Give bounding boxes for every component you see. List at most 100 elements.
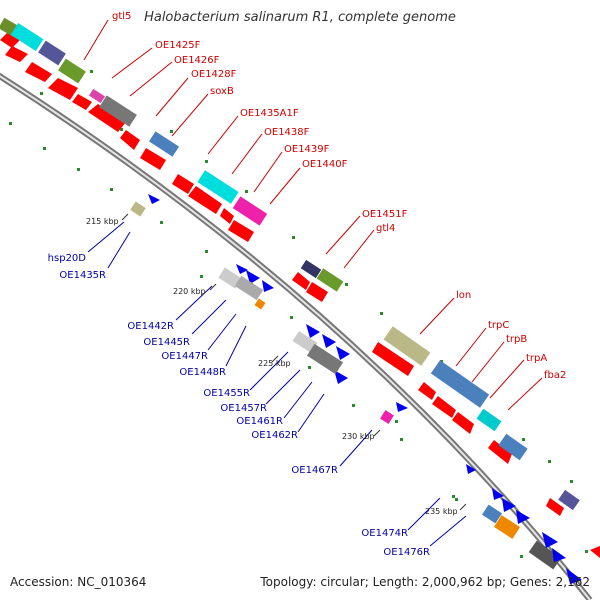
gene-arrow[interactable] <box>25 62 52 82</box>
page-title: Halobacterium salinarum R1, complete gen… <box>144 10 456 25</box>
gene-label[interactable]: gtl5 <box>112 11 131 22</box>
feature-box[interactable] <box>482 504 502 524</box>
gene-arrow[interactable] <box>120 130 140 150</box>
gene-arrow[interactable] <box>262 280 274 292</box>
gene-label[interactable]: OE1447R <box>161 351 208 362</box>
gene-label[interactable]: hsp20D <box>48 253 87 264</box>
gene-label[interactable]: OE1461R <box>236 416 283 427</box>
reverse-genes <box>130 194 582 584</box>
gene-label[interactable]: OE1467R <box>291 465 338 476</box>
gene-label[interactable]: OE1428F <box>191 69 237 80</box>
gene-label[interactable]: OE1439F <box>284 144 330 155</box>
gene-label[interactable]: OE1425F <box>155 40 201 51</box>
feature-box[interactable] <box>254 298 266 310</box>
gene-arrow[interactable] <box>140 148 166 170</box>
gene-arrow[interactable] <box>432 396 456 418</box>
gene-arrow[interactable] <box>418 382 436 400</box>
gene-arrow[interactable] <box>306 282 328 302</box>
gene-label[interactable]: OE1435A1F <box>240 108 299 119</box>
gene-label[interactable]: OE1435R <box>59 270 106 281</box>
gene-arrow[interactable] <box>188 186 222 214</box>
gene-label[interactable]: OE1455R <box>203 388 250 399</box>
gene-label[interactable]: OE1426F <box>174 55 220 66</box>
feature-box[interactable] <box>292 330 318 354</box>
feature-box[interactable] <box>234 275 264 301</box>
gene-arrow[interactable] <box>452 412 474 434</box>
feature-box[interactable] <box>493 515 521 539</box>
reverse-gene-labels: hsp20D OE1435R OE1442R OE1445R OE1447R O… <box>48 253 430 558</box>
gene-arrow[interactable] <box>516 510 530 524</box>
gene-arrow[interactable] <box>590 546 600 558</box>
gene-label[interactable]: trpB <box>506 334 527 345</box>
gene-arrow[interactable] <box>566 568 582 584</box>
scale-ticks <box>121 213 467 511</box>
gene-label[interactable]: OE1440F <box>302 159 348 170</box>
gene-arrow[interactable] <box>246 270 260 284</box>
gene-label[interactable]: lon <box>456 290 471 301</box>
gene-arrow[interactable] <box>48 78 78 100</box>
gene-label[interactable]: OE1442R <box>127 321 174 332</box>
feature-box[interactable] <box>306 343 344 375</box>
gene-arrow[interactable] <box>492 488 504 500</box>
gene-arrow[interactable] <box>542 532 558 548</box>
gene-label[interactable]: OE1451F <box>362 209 408 220</box>
gene-arrow[interactable] <box>148 194 160 204</box>
gene-arrow[interactable] <box>336 346 350 360</box>
feature-box[interactable] <box>10 22 44 52</box>
feature-box[interactable] <box>476 408 502 432</box>
gene-arrow[interactable] <box>5 46 28 62</box>
scale-label: 220 kbp <box>173 287 206 296</box>
feature-box[interactable] <box>380 410 394 424</box>
feature-box[interactable] <box>232 196 268 226</box>
gene-arrow[interactable] <box>334 370 348 384</box>
gene-arrow[interactable] <box>236 264 248 274</box>
gene-label[interactable]: OE1457R <box>220 403 267 414</box>
gene-arrow[interactable] <box>488 440 512 464</box>
gene-arrow[interactable] <box>0 30 20 48</box>
gene-arrow[interactable] <box>552 548 566 562</box>
feature-box[interactable] <box>300 259 322 279</box>
gene-arrow[interactable] <box>172 174 194 194</box>
gene-label[interactable]: fba2 <box>544 370 566 381</box>
gene-label[interactable]: trpC <box>488 320 509 331</box>
scale-label: 235 kbp <box>425 507 458 516</box>
feature-box[interactable] <box>88 88 106 104</box>
gene-arrow[interactable] <box>322 334 336 348</box>
feature-box[interactable] <box>99 95 137 127</box>
feature-box[interactable] <box>130 201 146 217</box>
gene-arrow[interactable] <box>228 220 254 242</box>
gene-arrow[interactable] <box>466 464 476 474</box>
feature-box[interactable] <box>148 131 180 157</box>
feature-box[interactable] <box>430 360 490 408</box>
gene-arrow[interactable] <box>292 272 310 290</box>
feature-box[interactable] <box>197 170 239 204</box>
gene-arrow[interactable] <box>546 498 564 516</box>
gene-label[interactable]: soxB <box>210 86 234 97</box>
gene-arrow[interactable] <box>396 402 408 412</box>
gene-arrow[interactable] <box>88 104 126 132</box>
gene-label[interactable]: trpA <box>526 353 547 364</box>
gene-arrow[interactable] <box>72 94 92 110</box>
feature-box[interactable] <box>316 268 344 292</box>
feature-box[interactable] <box>218 267 242 289</box>
accession-label: Accession: NC_010364 <box>10 575 147 589</box>
gene-label[interactable]: gtl4 <box>376 223 395 234</box>
feature-box[interactable] <box>498 433 528 461</box>
gene-label[interactable]: OE1445R <box>143 337 190 348</box>
gene-arrow[interactable] <box>306 324 320 338</box>
gene-label[interactable]: OE1448R <box>179 367 226 378</box>
gene-label[interactable]: OE1476R <box>383 547 430 558</box>
scale-label: 215 kbp <box>86 217 119 226</box>
gene-arrow[interactable] <box>372 342 414 376</box>
feature-box[interactable] <box>558 489 580 511</box>
feature-box[interactable] <box>58 58 86 84</box>
forward-gene-labels: gtl5 OE1425F OE1426F OE1428F soxB OE1435… <box>112 11 566 381</box>
gene-label[interactable]: OE1438F <box>264 127 310 138</box>
feature-box[interactable] <box>528 540 562 570</box>
gene-label[interactable]: OE1474R <box>361 528 408 539</box>
feature-box[interactable] <box>383 326 431 366</box>
gene-arrow[interactable] <box>220 208 234 224</box>
gene-arrow[interactable] <box>502 498 516 512</box>
gene-label[interactable]: OE1462R <box>251 430 298 441</box>
feature-box[interactable] <box>38 40 66 66</box>
